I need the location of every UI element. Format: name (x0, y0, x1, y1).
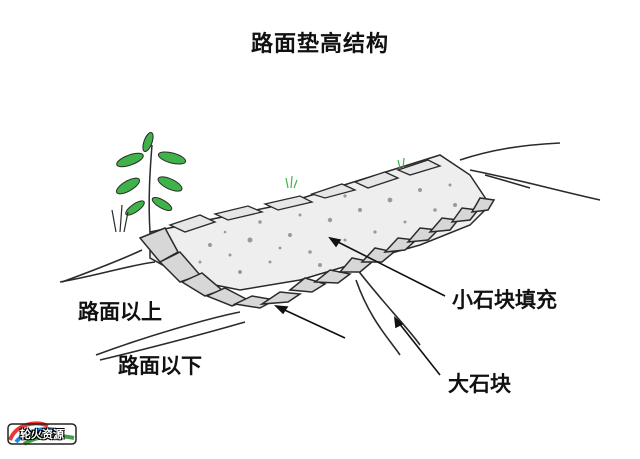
label-large-stone: 大石块 (448, 368, 511, 398)
logo-icon: 轮火资源 (6, 418, 78, 448)
label-small-stone-fill: 小石块填充 (452, 284, 557, 314)
logo-text: 轮火资源 (6, 426, 78, 442)
label-below-road: 路面以下 (118, 350, 202, 380)
plant-icon (112, 131, 187, 232)
label-above-road: 路面以上 (78, 296, 162, 326)
